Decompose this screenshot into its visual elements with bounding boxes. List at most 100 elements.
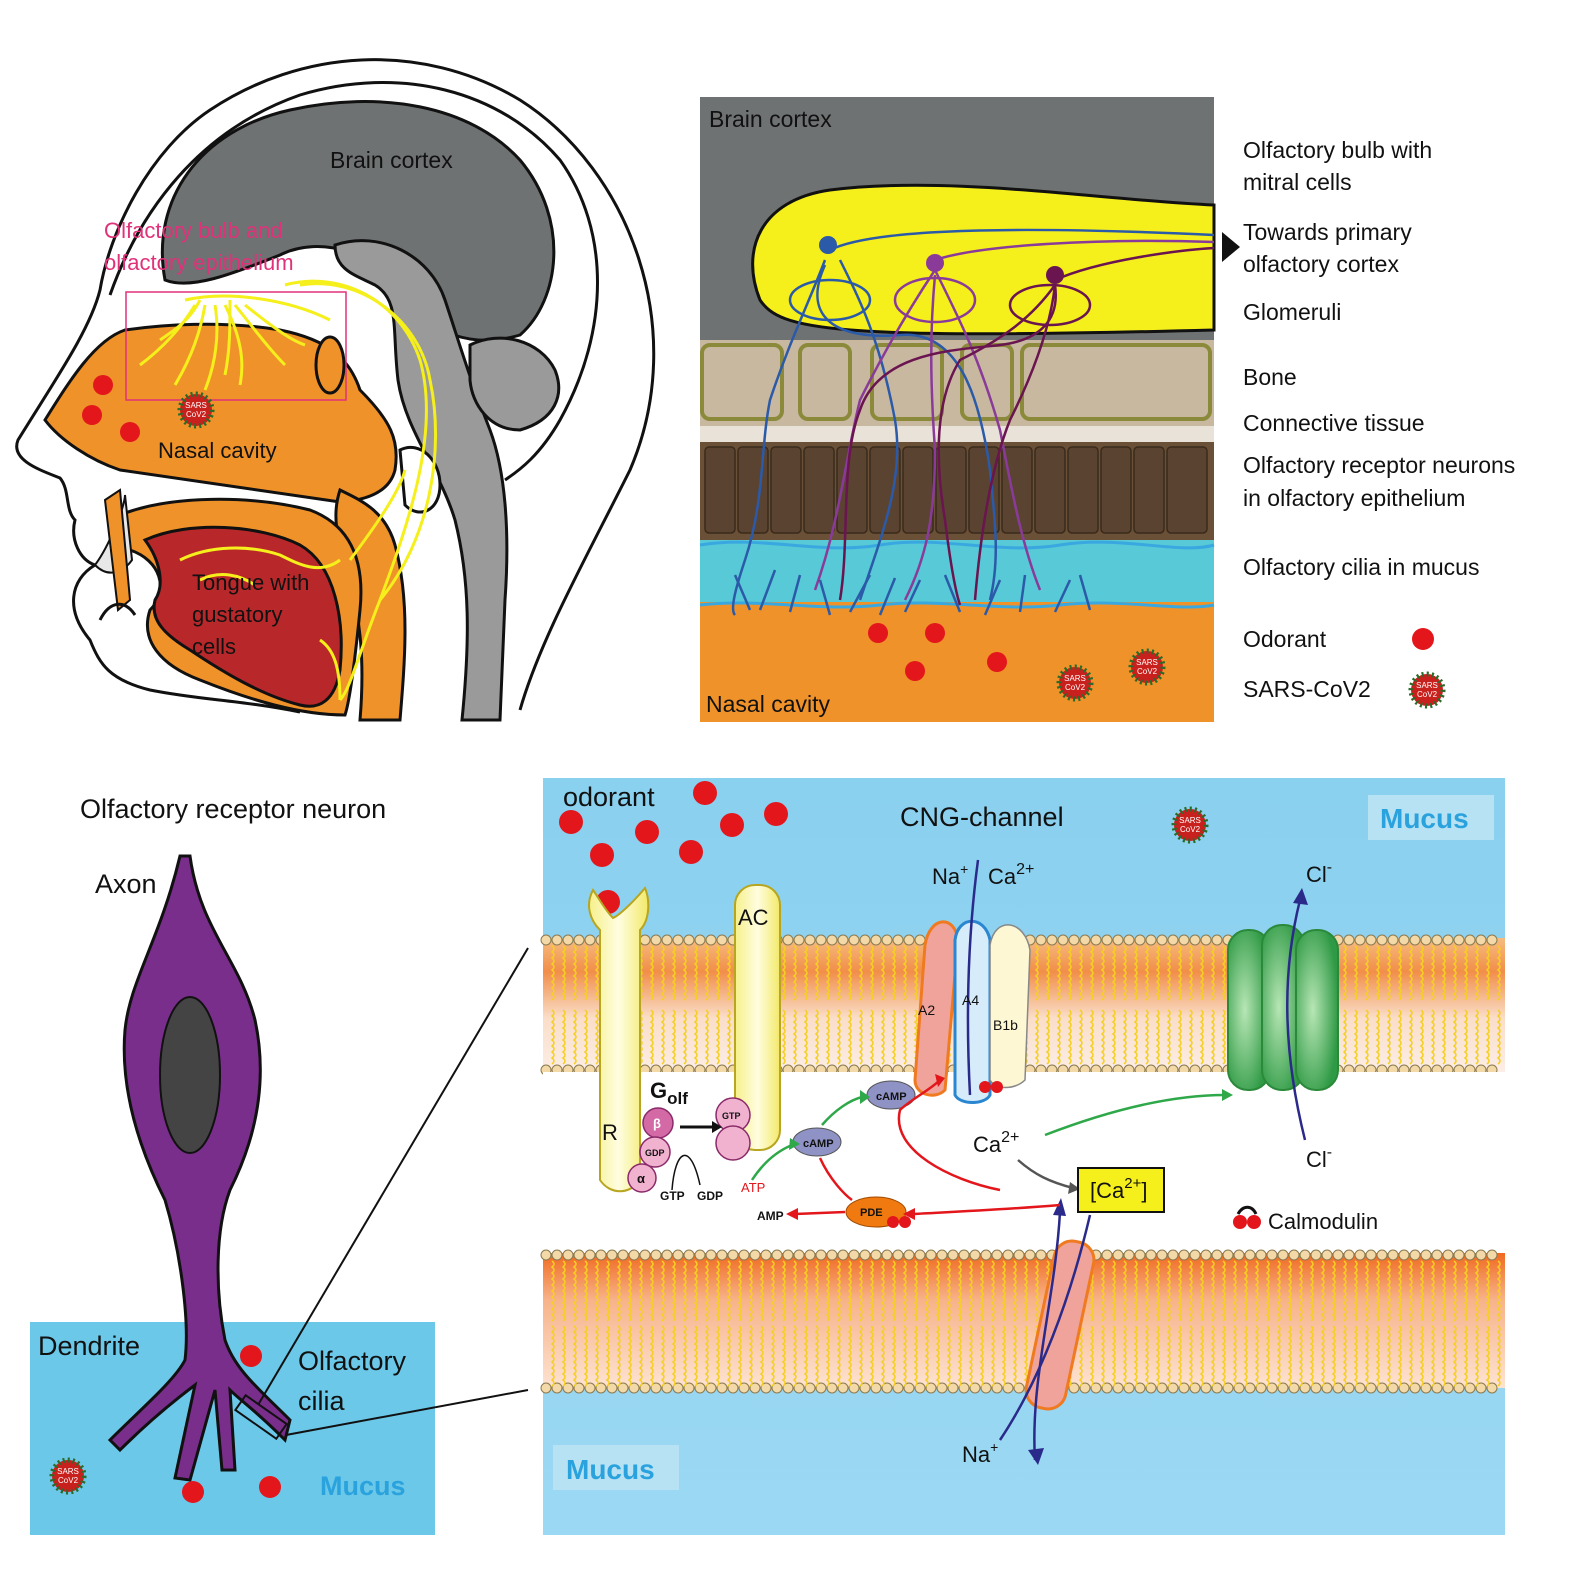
lipid-head: [1002, 1382, 1014, 1394]
g-alpha: [627, 1163, 657, 1193]
axon-label: Axon: [95, 869, 157, 899]
cng-b1b: [989, 924, 1031, 1089]
lipid-tail: [748, 1260, 753, 1322]
lipid-tail: [1430, 945, 1435, 1001]
lipid-head: [628, 1382, 640, 1394]
lipid-tail: [594, 1009, 599, 1065]
legend-sars: SARS-CoV2: [1243, 676, 1371, 702]
lipid-head: [892, 934, 904, 946]
lipid-head: [573, 1249, 585, 1261]
lipid-tail: [924, 1260, 929, 1322]
lipid-tail: [902, 945, 907, 1001]
lipid-tail: [924, 1325, 929, 1387]
lipid-tail: [561, 1325, 566, 1387]
head-tongue-label: Tongue with: [192, 570, 309, 595]
legend-cilia: Olfactory cilia in mucus: [1243, 554, 1479, 580]
lipid-head: [1332, 1249, 1344, 1261]
lipid-head: [1409, 1382, 1421, 1394]
lipid-head: [1112, 1249, 1124, 1261]
lipid-tail: [957, 1260, 962, 1322]
lipid-tail: [1463, 1325, 1468, 1387]
lipid-head: [782, 1382, 794, 1394]
lipid-head: [705, 934, 717, 946]
lipid-head: [980, 1249, 992, 1261]
lipid-tail: [1375, 1260, 1380, 1322]
lipid-head: [1398, 934, 1410, 946]
lipid-tail: [814, 1325, 819, 1387]
lipid-tail: [561, 945, 566, 1001]
lipid-head: [1453, 1382, 1465, 1394]
legend-towards-2: olfactory cortex: [1243, 251, 1399, 277]
svg-text:CoV2: CoV2: [58, 1476, 79, 1485]
lipid-tail: [1166, 1260, 1171, 1322]
lipid-tail: [880, 1325, 885, 1387]
lipid-head: [1475, 1249, 1487, 1261]
lipid-tail: [1265, 1260, 1270, 1322]
lipid-tail: [1221, 945, 1226, 1001]
lipid-head: [595, 1249, 607, 1261]
lipid-tail: [693, 1009, 698, 1065]
lipid-head: [870, 1249, 882, 1261]
lipid-head: [705, 1382, 717, 1394]
lipid-tail: [946, 1325, 951, 1387]
lipid-tail: [1353, 945, 1358, 1001]
gdp-mol-text: GDP: [645, 1148, 665, 1158]
lipid-tail: [1342, 1009, 1347, 1065]
na-bottom-label: Na+: [962, 1439, 998, 1467]
lipid-head: [1178, 1382, 1190, 1394]
lipid-tail: [1155, 945, 1160, 1001]
nasal-cavity-shape: [43, 322, 398, 504]
lipid-head: [1420, 1249, 1432, 1261]
lipid-tail: [1210, 945, 1215, 1001]
lipid-tail: [1485, 1260, 1490, 1322]
lipid-head: [1431, 1249, 1443, 1261]
lipid-head: [584, 1249, 596, 1261]
lipid-tail: [726, 1009, 731, 1065]
lipid-head: [1376, 1382, 1388, 1394]
pde-text: PDE: [860, 1207, 883, 1219]
lipid-tail: [737, 1325, 742, 1387]
lipid-tail: [1430, 1325, 1435, 1387]
lipid-tail: [869, 1325, 874, 1387]
lower-heads: [540, 1249, 1498, 1394]
virus-section-2: SARS CoV2: [1128, 648, 1166, 686]
lipid-tail: [1496, 945, 1501, 1001]
lipid-head: [1310, 1382, 1322, 1394]
lipid-tail: [770, 1325, 775, 1387]
lipid-tail: [1419, 1260, 1424, 1322]
mucus-bottom-label: Mucus: [566, 1454, 655, 1485]
lipid-head: [694, 934, 706, 946]
lipid-head: [716, 934, 728, 946]
lipid-tail: [1144, 1260, 1149, 1322]
cng-label: CNG-channel: [900, 802, 1064, 832]
lipid-tail: [583, 1325, 588, 1387]
gtp-mol-text: GTP: [722, 1111, 741, 1121]
lipid-tail: [1474, 1325, 1479, 1387]
lipid-head: [1145, 934, 1157, 946]
lipid-tail: [792, 945, 797, 1001]
lipid-head: [771, 1249, 783, 1261]
lipid-head: [1134, 1249, 1146, 1261]
lipid-tail: [814, 1260, 819, 1322]
lipid-tail: [550, 945, 555, 1001]
lipid-head: [540, 934, 552, 946]
lipid-head: [1134, 1382, 1146, 1394]
lipid-head: [1189, 1249, 1201, 1261]
lipid-head: [716, 1382, 728, 1394]
lipid-head: [617, 1249, 629, 1261]
lipid-head: [1288, 1382, 1300, 1394]
lipid-head: [1321, 1249, 1333, 1261]
lipid-head: [848, 934, 860, 946]
lipid-head: [1244, 1382, 1256, 1394]
lipid-head: [980, 1382, 992, 1394]
lipid-tail: [1342, 945, 1347, 1001]
lipid-tail: [638, 1325, 643, 1387]
lipid-head: [782, 1249, 794, 1261]
lipid-head: [1200, 1382, 1212, 1394]
lipid-tail: [1177, 1260, 1182, 1322]
lipid-tail: [825, 945, 830, 1001]
lipid-tail: [1034, 1009, 1039, 1065]
lipid-head: [859, 934, 871, 946]
lipid-tail: [814, 1009, 819, 1065]
lipid-tail: [1122, 1260, 1127, 1322]
